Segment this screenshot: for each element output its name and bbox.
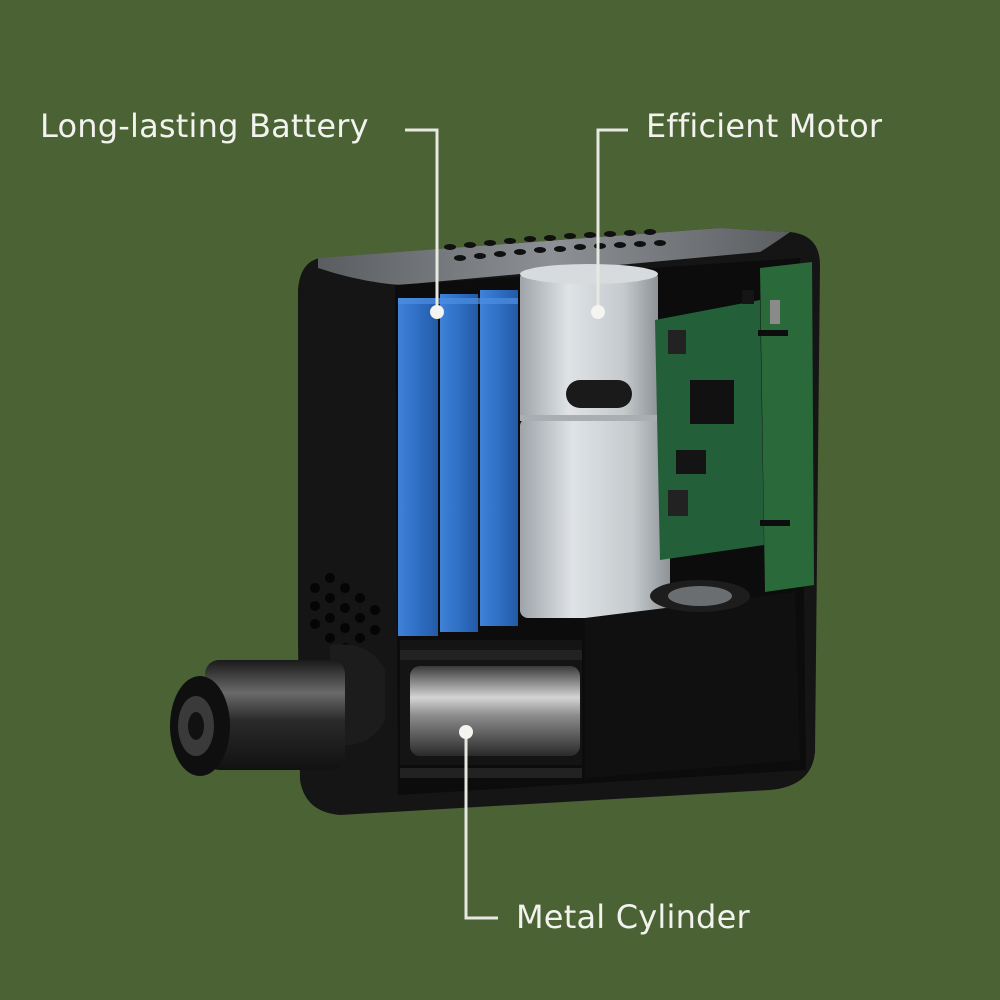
motor	[520, 264, 670, 618]
motor-callout-dot	[591, 305, 605, 319]
motor-label: Efficient Motor	[646, 107, 883, 145]
nozzle	[170, 644, 385, 776]
side-vent-holes	[310, 573, 380, 653]
lower-chamber	[585, 592, 800, 778]
top-vent-holes	[444, 229, 666, 261]
metal-cylinder	[400, 640, 582, 778]
battery-cells	[398, 290, 518, 636]
battery-callout-dot	[430, 305, 444, 319]
cylinder-callout-line	[464, 735, 498, 920]
cylinder-callout-dot	[459, 725, 473, 739]
cylinder-label: Metal Cylinder	[516, 898, 750, 936]
battery-label: Long-lasting Battery	[40, 107, 369, 145]
battery-callout-line	[405, 128, 439, 306]
motor-callout-line	[596, 128, 628, 306]
pcb-board	[655, 262, 814, 592]
